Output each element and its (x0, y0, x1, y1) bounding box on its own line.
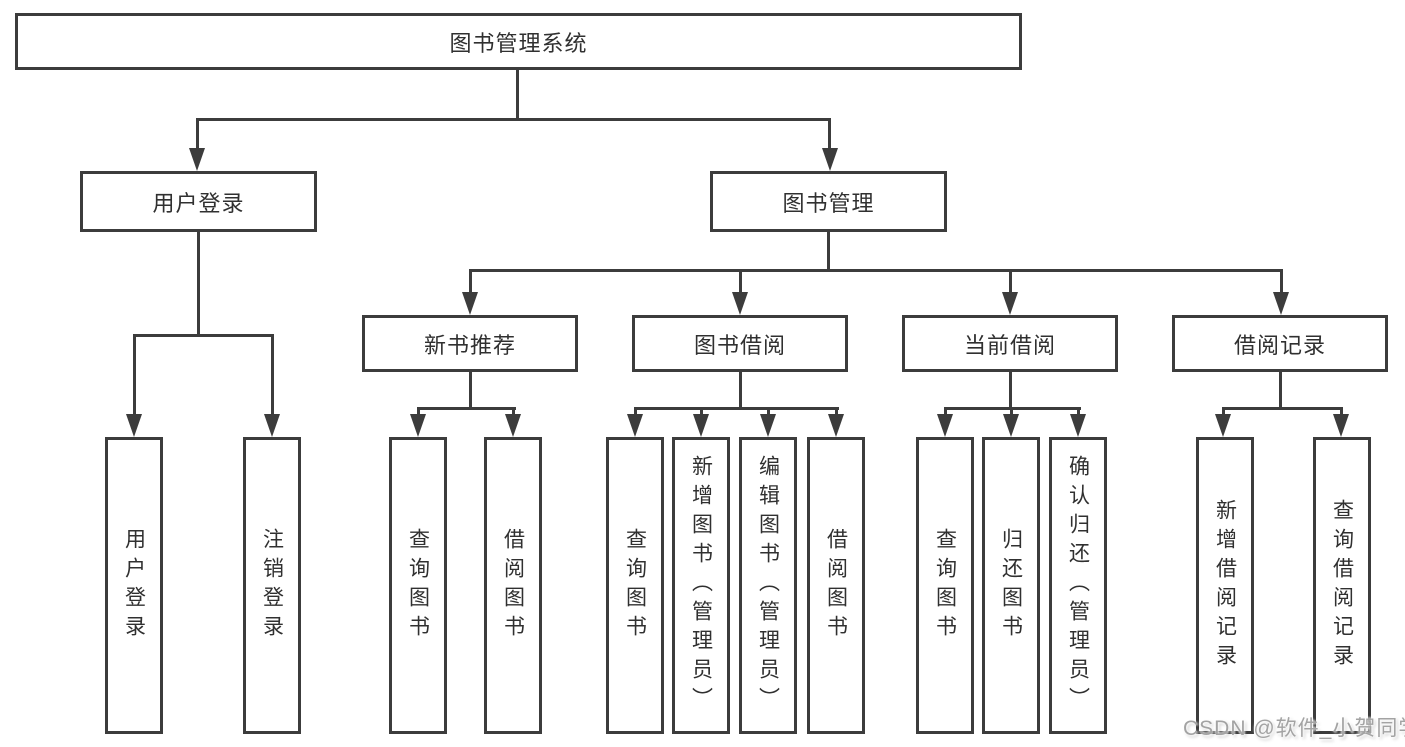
arrowhead-icon (462, 292, 478, 315)
connector-line (739, 372, 742, 410)
arrowhead-icon (732, 292, 748, 315)
connector-line (1222, 407, 1225, 415)
arrowhead-icon (822, 148, 838, 171)
leaf-current-return-books: 归还图书 (982, 437, 1040, 734)
connector-line (1009, 269, 1012, 293)
csdn-watermark: CSDN @软件_小贺同学 (1183, 717, 1405, 740)
leaf-borrowing-edit-books-admin: 编辑图书（管理员） (739, 437, 797, 734)
arrowhead-icon (1215, 414, 1231, 437)
node-root-library-system: 图书管理系统 (15, 13, 1022, 70)
leaf-current-query-books: 查询图书 (916, 437, 974, 734)
arrowhead-icon (1002, 292, 1018, 315)
connector-line (1280, 269, 1283, 293)
connector-line (1279, 372, 1282, 410)
leaf-recommend-borrow-books: 借阅图书 (484, 437, 542, 734)
arrowhead-icon (505, 414, 521, 437)
arrowhead-icon (189, 148, 205, 171)
node-new-book-recommend: 新书推荐 (362, 315, 578, 372)
leaf-current-confirm-return-admin: 确认归还（管理员） (1049, 437, 1107, 734)
connector-line (1222, 407, 1343, 410)
connector-line (634, 407, 839, 410)
connector-line (271, 334, 274, 414)
arrowhead-icon (264, 414, 280, 437)
connector-line (469, 269, 1283, 272)
connector-line (417, 407, 516, 410)
connector-line (944, 407, 947, 415)
node-user-login: 用户登录 (80, 171, 317, 232)
arrowhead-icon (937, 414, 953, 437)
arrowhead-icon (126, 414, 142, 437)
connector-line (767, 407, 770, 415)
arrowhead-icon (627, 414, 643, 437)
connector-line (739, 269, 742, 293)
connector-line (196, 118, 831, 121)
arrowhead-icon (1003, 414, 1019, 437)
leaf-logout: 注销登录 (243, 437, 301, 734)
arrowhead-icon (693, 414, 709, 437)
node-borrowing-records: 借阅记录 (1172, 315, 1388, 372)
arrowhead-icon (1273, 292, 1289, 315)
connector-line (700, 407, 703, 415)
connector-line (417, 407, 420, 415)
leaf-recommend-query-books: 查询图书 (389, 437, 447, 734)
leaf-borrowing-add-books-admin: 新增图书（管理员） (672, 437, 730, 734)
arrowhead-icon (828, 414, 844, 437)
arrowhead-icon (760, 414, 776, 437)
connector-line (1340, 407, 1343, 415)
leaf-borrowing-borrow-books: 借阅图书 (807, 437, 865, 734)
connector-line (516, 70, 519, 120)
connector-line (197, 232, 200, 337)
arrowhead-icon (410, 414, 426, 437)
leaf-user-login: 用户登录 (105, 437, 163, 734)
connector-line (828, 118, 831, 148)
connector-line (469, 269, 472, 293)
connector-line (1010, 407, 1013, 415)
arrowhead-icon (1333, 414, 1349, 437)
leaf-records-query-record: 查询借阅记录 (1313, 437, 1371, 734)
arrowhead-icon (1070, 414, 1086, 437)
connector-line (827, 232, 830, 272)
connector-line (133, 334, 136, 414)
leaf-borrowing-query-books: 查询图书 (606, 437, 664, 734)
connector-line (196, 118, 199, 148)
connector-line (835, 407, 838, 415)
node-current-borrowing: 当前借阅 (902, 315, 1118, 372)
node-book-borrowing: 图书借阅 (632, 315, 848, 372)
connector-line (512, 407, 515, 415)
connector-line (1009, 372, 1012, 410)
connector-line (469, 372, 472, 410)
connector-line (1077, 407, 1080, 415)
node-book-management: 图书管理 (710, 171, 947, 232)
connector-line (133, 334, 274, 337)
leaf-records-add-record: 新增借阅记录 (1196, 437, 1254, 734)
connector-line (634, 407, 637, 415)
